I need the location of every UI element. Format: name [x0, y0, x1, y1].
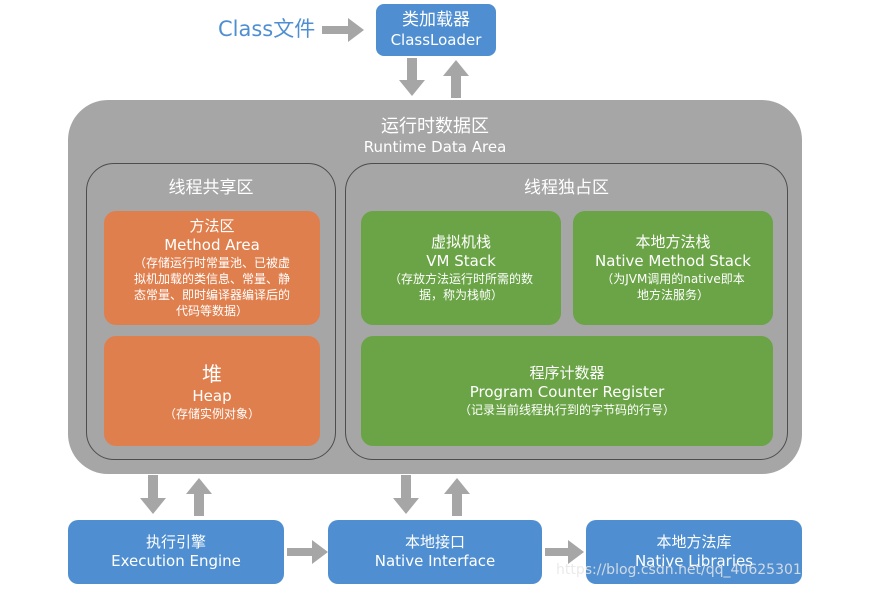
- class-file-label: Class文件: [218, 17, 316, 41]
- vm-stack-desc-1: （存放方法运行时所需的数: [388, 272, 533, 286]
- method-area-box: 方法区 Method Area （存储运行时常量池、已被虚 拟机加载的类信息、常…: [104, 211, 320, 325]
- vm-stack-title-cn: 虚拟机栈: [430, 233, 491, 251]
- arrow-engine-up: [186, 478, 212, 516]
- method-area-desc-1: （存储运行时常量池、已被虚: [133, 256, 290, 270]
- native-stack-desc-2: 地方法服务）: [636, 288, 709, 302]
- thread-private-area: [345, 163, 788, 460]
- vm-stack-desc-2: 据，称为栈帧）: [418, 288, 503, 302]
- native-interface-title-cn: 本地接口: [404, 533, 465, 551]
- arrow-interface-up: [444, 478, 470, 516]
- native-stack-desc-1: （为JVM调用的native即本: [601, 272, 745, 286]
- classloader-title-cn: 类加载器: [402, 10, 470, 30]
- method-area-desc-3: 态常量、即时编译器编译后的: [133, 288, 290, 302]
- watermark: https://blog.csdn.net/qq_40625301: [556, 562, 802, 578]
- vm-stack-title-en: VM Stack: [426, 252, 496, 270]
- native-libraries-box: 本地方法库 Native Libraries: [586, 520, 802, 584]
- pc-register-desc: （记录当前线程执行到的字节码的行号）: [458, 403, 675, 417]
- native-libraries-title-cn: 本地方法库: [656, 533, 732, 551]
- arrow-interface-down: [393, 475, 419, 514]
- runtime-title-cn: 运行时数据区: [381, 116, 489, 137]
- method-area-title-en: Method Area: [164, 236, 260, 254]
- method-area-title-cn: 方法区: [189, 217, 235, 235]
- classloader-box: 类加载器 ClassLoader: [376, 4, 496, 56]
- heap-title-cn: 堆: [202, 361, 222, 386]
- arrow-class-to-loader: [322, 18, 364, 42]
- heap-title-en: Heap: [192, 386, 232, 405]
- vm-stack-box: 虚拟机栈 VM Stack （存放方法运行时所需的数 据，称为栈帧）: [361, 211, 561, 325]
- arrow-engine-to-interface: [287, 540, 328, 564]
- pc-register-title-en: Program Counter Register: [469, 383, 665, 401]
- native-stack-title-en: Native Method Stack: [595, 252, 751, 270]
- thread-shared-title: 线程共享区: [168, 178, 254, 198]
- runtime-title-en: Runtime Data Area: [363, 138, 507, 156]
- native-stack-title-cn: 本地方法栈: [635, 233, 711, 251]
- pc-register-title-cn: 程序计数器: [529, 364, 605, 382]
- heap-box: 堆 Heap （存储实例对象）: [104, 336, 320, 446]
- runtime-title: 运行时数据区 Runtime Data Area: [68, 116, 802, 157]
- heap-desc: （存储实例对象）: [163, 406, 260, 421]
- thread-private-title: 线程独占区: [524, 178, 609, 198]
- method-area-desc-4: 代码等数据）: [175, 304, 248, 318]
- thread-shared-area: [86, 163, 336, 460]
- native-interface-title-en: Native Interface: [374, 552, 496, 570]
- execution-engine-box: 执行引擎 Execution Engine: [68, 520, 284, 584]
- pc-register-box: 程序计数器 Program Counter Register （记录当前线程执行…: [361, 336, 773, 446]
- execution-engine-title-en: Execution Engine: [111, 552, 241, 570]
- arrow-loader-down: [399, 58, 425, 96]
- native-interface-box: 本地接口 Native Interface: [328, 520, 542, 584]
- method-area-desc-2: 拟机加载的类信息、常量、静: [133, 272, 290, 286]
- native-method-stack-box: 本地方法栈 Native Method Stack （为JVM调用的native…: [573, 211, 773, 325]
- native-libraries-title-en: Native Libraries: [634, 552, 754, 570]
- arrow-engine-down: [140, 475, 166, 514]
- arrow-loader-up: [443, 60, 469, 98]
- arrow-interface-to-libraries: [545, 540, 584, 564]
- execution-engine-title-cn: 执行引擎: [145, 533, 206, 551]
- classloader-title-en: ClassLoader: [390, 31, 482, 49]
